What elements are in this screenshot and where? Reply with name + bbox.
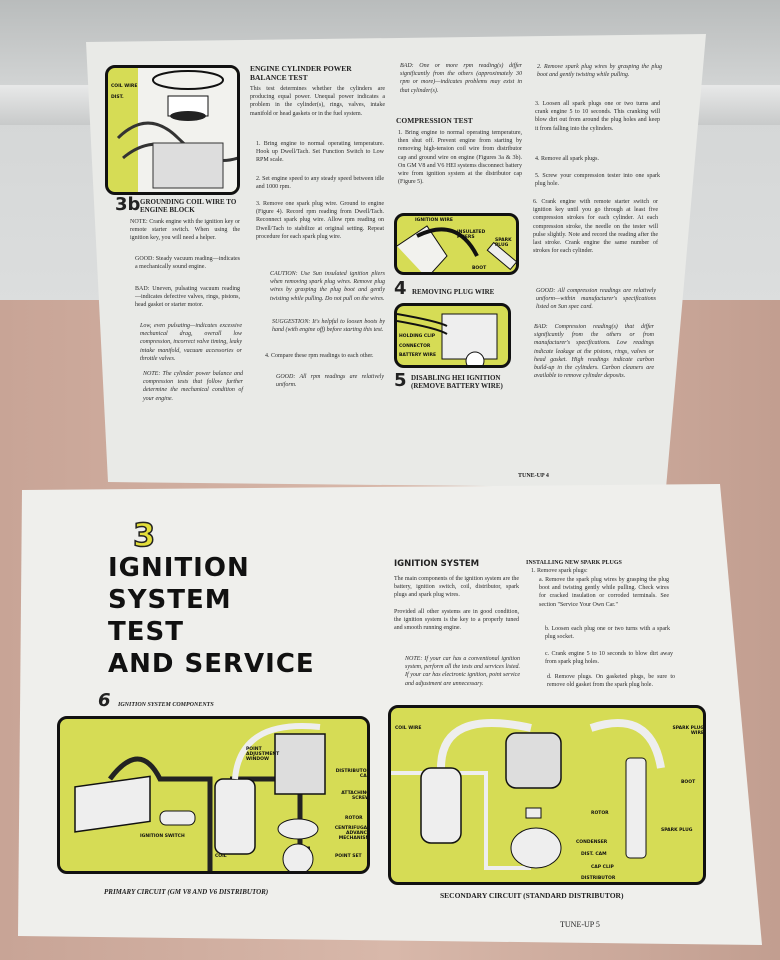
figure-number: 5 bbox=[394, 370, 407, 391]
compression-step-2: 2. Remove spark plug wires by grasping t… bbox=[537, 64, 662, 79]
spark-step-1: 1. Remove spark plugs: bbox=[531, 568, 588, 574]
suggestion: SUGGESTION: It's helpful to loosen boots… bbox=[272, 319, 385, 334]
ignition-p2: Provided all other systems are in good c… bbox=[394, 609, 519, 632]
figure-caption: DISABLING HEI IGNITION (REMOVE BATTERY W… bbox=[411, 374, 503, 390]
figure-5-illustration: HOLDING CLIP CONNECTOR BATTERY WIRE bbox=[394, 303, 511, 368]
label-spark-plug-wire: SPARK PLUG WIRE bbox=[672, 726, 704, 736]
spark-d: d. Remove plugs. On gasketed plugs, be s… bbox=[547, 674, 675, 689]
section-number: 3 bbox=[132, 515, 156, 555]
label-dist: DIST. bbox=[111, 95, 124, 100]
label-ignition-switch: IGNITION SWITCH bbox=[140, 834, 185, 839]
bad-vacuum: BAD: Uneven, pulsating vacuum reading—in… bbox=[135, 286, 240, 309]
step-1: 1. Bring engine to normal operating temp… bbox=[256, 141, 384, 164]
figure-number: 4 bbox=[394, 278, 407, 299]
label-coil: COIL bbox=[215, 854, 227, 859]
spark-a: a. Remove the spark plug wires by graspi… bbox=[539, 577, 669, 608]
label-point-set: POINT SET bbox=[335, 854, 362, 859]
bad-rpm: BAD: One or more rpm reading(s) differ s… bbox=[400, 63, 522, 94]
heading-compression: COMPRESSION TEST bbox=[396, 116, 473, 125]
label-spark-plug: SPARK PLUG bbox=[661, 828, 693, 833]
spark-b: b. Loosen each plug one or two turns wit… bbox=[545, 626, 670, 641]
good-rpm: GOOD: All rpm readings are relatively un… bbox=[276, 374, 384, 389]
good-compression: GOOD: All compression readings are relat… bbox=[536, 288, 656, 311]
label-boot: BOOT bbox=[681, 780, 696, 785]
step-4: 4. Compare these rpm readings to each ot… bbox=[265, 353, 374, 359]
label-rotor: ROTOR bbox=[345, 816, 363, 821]
page-footer: TUNE-UP 5 bbox=[560, 920, 600, 929]
figure-3b-illustration: COIL WIRE DIST. bbox=[105, 65, 240, 195]
figure-4-illustration: IGNITION WIRE INSULATED PLIERS SPARK PLU… bbox=[394, 213, 519, 275]
secondary-circuit-illustration bbox=[391, 719, 665, 870]
page-footer: TUNE-UP 4 bbox=[518, 473, 549, 479]
label-insulated-pliers: INSULATED PLIERS bbox=[457, 230, 486, 240]
heading-ignition-system: IGNITION SYSTEM bbox=[394, 559, 480, 569]
heading-spark-plugs: INSTALLING NEW SPARK PLUGS bbox=[526, 560, 622, 566]
label-boot: BOOT bbox=[472, 266, 487, 271]
compression-step-3: 3. Loosen all spark plugs one or two tur… bbox=[535, 101, 660, 132]
label-holding-clip: HOLDING CLIP bbox=[399, 334, 436, 339]
note-cylinder: NOTE: The cylinder power balance and com… bbox=[143, 371, 243, 402]
primary-circuit-diagram: POINT ADJUSTMENT WINDOW DISTRIBUTOR CAP … bbox=[57, 716, 370, 874]
step-2: 2. Set engine speed to any steady speed … bbox=[256, 176, 384, 191]
label-dist-cam: DIST. CAM bbox=[581, 852, 607, 857]
good-vacuum: GOOD: Steady vacuum reading—indicates a … bbox=[135, 256, 240, 271]
label-centrifugal-advance: CENTRIFUGAL ADVANCE MECHANISM bbox=[334, 826, 370, 841]
label-spark-plug: SPARK PLUG bbox=[495, 238, 512, 248]
label-cap-clip: CAP CLIP bbox=[591, 865, 614, 870]
secondary-circuit-diagram: COIL WIRE SPARK PLUG WIRE BOOT ROTOR SPA… bbox=[388, 705, 706, 885]
label-distributor: DISTRIBUTOR bbox=[581, 876, 616, 881]
compression-step-6: 6. Crank engine with remote starter swit… bbox=[533, 199, 658, 255]
ignition-p1: The main components of the ignition syst… bbox=[394, 576, 519, 599]
figure-caption: REMOVING PLUG WIRE bbox=[412, 288, 495, 296]
secondary-circuit-caption: SECONDARY CIRCUIT (STANDARD DISTRIBUTOR) bbox=[440, 891, 624, 900]
primary-circuit-illustration bbox=[74, 723, 326, 871]
hei-distributor-illustration bbox=[397, 313, 498, 365]
ignition-note: NOTE: If your car has a conventional ign… bbox=[405, 656, 520, 687]
label-connector: CONNECTOR bbox=[399, 344, 431, 349]
caution: CAUTION: Use Sun insulated ignition plie… bbox=[270, 271, 385, 302]
label-coil-wire: COIL WIRE bbox=[395, 726, 422, 731]
section-title: IGNITION SYSTEM TEST AND SERVICE bbox=[108, 553, 315, 679]
compression-step-5: 5. Screw your compression tester into on… bbox=[535, 173, 660, 188]
figure-caption: IGNITION SYSTEM COMPONENTS bbox=[118, 702, 214, 708]
heading-power-balance: ENGINE CYLINDER POWER BALANCE TEST bbox=[250, 64, 352, 82]
label-rotor: ROTOR bbox=[591, 811, 609, 816]
label-ignition-wire: IGNITION WIRE bbox=[415, 218, 453, 223]
label-distributor-cap: DISTRIBUTOR CAP bbox=[335, 769, 370, 779]
step-3: 3. Remove one spark plug wire. Ground to… bbox=[256, 201, 384, 240]
label-battery-wire: BATTERY WIRE bbox=[399, 353, 437, 358]
compression-step-4: 4. Remove all spark plugs. bbox=[535, 156, 599, 162]
figure-number: 6 bbox=[98, 690, 111, 711]
compression-step-1: 1. Bring engine to normal operating temp… bbox=[398, 130, 522, 186]
label-point-adjustment-window: POINT ADJUSTMENT WINDOW bbox=[246, 747, 280, 762]
note-crank: NOTE: Crank engine with the ignition key… bbox=[130, 219, 240, 242]
power-balance-intro: This test determines whether the cylinde… bbox=[250, 86, 385, 117]
low-pulsating: Low, even pulsating—indicates excessive … bbox=[140, 323, 242, 362]
label-attaching-screw: ATTACHING SCREW bbox=[341, 791, 370, 801]
spark-c: c. Crank engine 5 to 10 seconds to blow … bbox=[545, 651, 673, 666]
figure-caption: GROUNDING COIL WIRE TO ENGINE BLOCK bbox=[140, 198, 237, 214]
label-coil-wire: COIL WIRE bbox=[111, 84, 138, 89]
bad-compression: BAD: Compression reading(s) that differ … bbox=[534, 324, 654, 380]
primary-circuit-caption: PRIMARY CIRCUIT (GM V8 AND V6 DISTRIBUTO… bbox=[104, 888, 269, 896]
pliers-illustration bbox=[397, 225, 516, 272]
label-condenser: CONDENSER bbox=[576, 840, 608, 845]
engine-illustration bbox=[116, 68, 237, 192]
figure-number: 3b bbox=[115, 194, 141, 215]
